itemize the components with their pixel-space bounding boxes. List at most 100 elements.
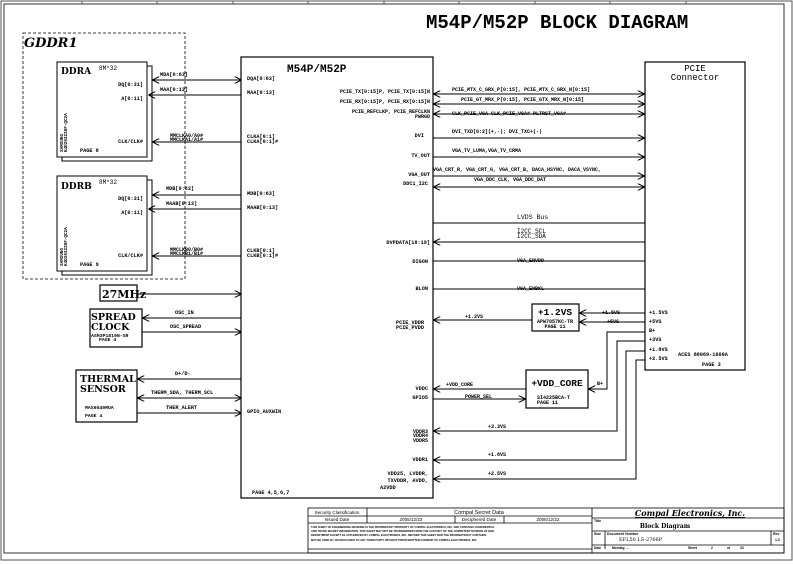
spread-clock-block: SPREAD CLOCK ASM3P1819N-SR PAGE 4	[89, 308, 143, 348]
issued-value: 2005/12/22	[400, 517, 423, 522]
pcie-bus-lines	[433, 94, 645, 290]
gpu-pin-vga-out: VGA_OUT	[408, 172, 430, 178]
gpu-pin-tv-out: TV_OUT	[411, 153, 430, 159]
gpu-pin-vddr4: VDDR4	[413, 433, 428, 439]
rev-label: Rev	[773, 532, 779, 536]
gpu-pin-pwrgd: PWRGD	[415, 114, 430, 120]
ddrb-name: DDRB	[61, 182, 92, 192]
ddra-org: 8M*32	[99, 65, 117, 72]
ddra-pin-a: A[0:11]	[121, 96, 143, 102]
gpu-pin-dvi: DVI	[415, 133, 424, 139]
gddr-group-boundary	[22, 32, 186, 280]
ddrb-page: PAGE 9	[80, 262, 99, 268]
clock-27mhz-label: 27MHz	[102, 288, 146, 301]
ddra-pin-clk: CLK/CLK#	[118, 139, 143, 145]
gpu-pin-dvpdata: DVPDATA[18:19]	[386, 240, 430, 246]
diagram-title: M54P/M52P BLOCK DIAGRAM	[426, 12, 688, 34]
gpu-pin-clka: CLKA[0:1]	[247, 134, 275, 140]
ddrb-pin-clk: CLK/CLK#	[118, 253, 143, 259]
bus-pcie-rx-label: PCIE_GT_MRX_P[0:15], PCIE_GTX_MRX_N[0:15…	[461, 97, 584, 103]
rail-3v3-label: +3.3VS	[488, 424, 506, 430]
deciphered-value: 2006/12/22	[537, 517, 560, 522]
pcie-pwr-1v5: +1.5VS	[649, 310, 668, 316]
spread-clock-name-2: CLOCK	[91, 322, 130, 333]
gpu-pin-digon: DIGON	[412, 259, 428, 265]
ddra-sig-data: MDA[0:63]	[160, 72, 188, 78]
pcie-name-2: Connector	[671, 73, 720, 83]
notice-line-1: THIS SHEET OF ENGINEERING DRAWING IS THE…	[311, 525, 495, 529]
ddra-sig-clk0: MMCLKA0/A0#	[170, 133, 203, 139]
ddrb-org: 8M*32	[99, 179, 117, 186]
reg-1v2-out-label: +1.2VS	[465, 314, 483, 320]
gpu-pin-maa: MAA[0:13]	[247, 90, 275, 96]
docnum-value: EFL50 LS-2766P	[619, 537, 663, 543]
ddra-pin-dq: DQ[0:31]	[118, 82, 143, 88]
security-label: Security Classification	[315, 510, 360, 515]
gpu-pin-pcie-rx: PCIE_RX[0:15]P, PCIE_RX[0:15]N	[340, 99, 430, 105]
thermal-smbus-label: THERM_SDA, THERM_SCL	[151, 390, 213, 396]
ddra-bus	[149, 80, 241, 256]
gpu-pin-vdd25: VDD25, LVDDR,	[388, 471, 428, 477]
spread-clock-name-1: SPREAD	[91, 312, 136, 323]
thermal-page: PAGE 4	[85, 413, 102, 419]
total-sheets: 33	[740, 546, 744, 550]
gpu-pin-gpio5: GPIO5	[412, 395, 428, 401]
reg-1v2-name: +1.2VS	[538, 307, 573, 318]
notice-line-4: MAY BE USED BY OR DISCLOSED TO ANY THIRD…	[311, 538, 477, 542]
sheet-label: Sheet	[688, 546, 698, 550]
rail-1v8-line	[434, 350, 645, 460]
gpu-pin-vddr1: VDDR1	[412, 457, 428, 463]
bus-ddc-label: VGA_DDC_CLK, VGA_DDC_DAT	[474, 177, 546, 183]
osc-in-label: OSC_IN	[175, 310, 194, 316]
bus-envdd-label: VGA_ENVDD	[517, 258, 544, 264]
bus-enbkl-label: VGA_ENBKL	[517, 286, 544, 292]
gpu-pin-vddr3: VDDR3	[413, 429, 428, 435]
ddra-vendor: SAMSUNG	[60, 134, 65, 152]
spread-clock-page: PAGE 4	[99, 337, 116, 343]
reg-vddcore-block: +VDD_CORE SI4225BCA-T PAGE 11	[525, 369, 589, 409]
gpu-pin-ddc1: DDC1_I2C	[403, 181, 428, 187]
title-block	[307, 507, 785, 554]
ddra-name: DDRA	[61, 67, 92, 77]
ddrb-block: DDRB 8M*32 DQ[0:31] A[0:11] CLK/CLK# PAG…	[56, 175, 153, 276]
pcie-pwr-bplus: B+	[649, 328, 655, 334]
ddra-part: K4D263238F-QC2A	[64, 113, 69, 152]
reg-vddcore-name: +VDD_CORE	[531, 378, 583, 389]
thermal-name-1: THERMAL	[80, 374, 136, 385]
gpu-pin-maab: MAAB[0:13]	[247, 205, 278, 211]
gpu-pin-pcie-pvdd: PCIE_PVDD	[396, 325, 424, 331]
notice-line-2: AND TRADE SECRET INFORMATION. THIS SHEET…	[311, 529, 494, 533]
bus-pcie-tx-label: PCIE_MTX_C_GRX_P[0:15], PCIE_MTX_C_GRX_N…	[452, 87, 590, 93]
gpu-pin-txvddr: TXVDDR, AVDD,	[388, 478, 428, 484]
ddrb-sig-data: MDB[0:63]	[166, 186, 194, 192]
reg-vddcore-out-label: +VDD_CORE	[446, 382, 473, 388]
gpu-pin-clkb: CLKB[0:1]	[247, 248, 275, 254]
of-label: of	[727, 546, 731, 550]
reg-1v2-page: PAGE 11	[544, 324, 565, 330]
notice-line-3: DEPARTMENT EXCEPT AS AUTHORIZED BY COMPA…	[311, 533, 486, 537]
ddrb-pin-a: A[0:11]	[121, 210, 143, 216]
gpu-pin-gpio-auxwin: GPIO_AUXWIN	[247, 409, 281, 415]
pcie-pwr-5v: +5VS	[649, 319, 661, 325]
bus-i2c-sda-label: I2CC_SDA	[517, 233, 546, 240]
gpu-pin-pcie-tx: PCIE_TX[0:15]P, PCIE_TX[0:15]N	[340, 89, 430, 95]
sheet-value: 2	[711, 546, 713, 550]
ddra-sig-clk1: MMCLKA1/A1#	[170, 137, 203, 143]
pcie-connector-block: PCIE Connector +1.5VS +5VS B+ +3VS +1.8V…	[644, 61, 746, 371]
ddrb-pin-dq: DQ[0:31]	[118, 196, 143, 202]
rail-2v5-label: +2.5VS	[488, 471, 506, 477]
pcie-pwr-2v5: +2.5VS	[649, 356, 668, 362]
rail-1v8-label: +1.8VS	[488, 452, 506, 458]
pcie-part: ACES 88069-1600A	[678, 352, 729, 358]
ddra-page: PAGE 8	[80, 148, 99, 154]
company-name: Compal Electronics, Inc.	[635, 508, 745, 518]
gpu-pin-vddr5: VDDR5	[413, 438, 428, 444]
title-label: Title	[594, 519, 601, 523]
spread-clock-part: ASM3P1819N-SR	[91, 333, 129, 339]
bus-dvi-label: DVI_TXD[0:2](+,-); DVI_TXC+(-)	[452, 129, 542, 135]
pcie-pwr-1v8: +1.8VS	[649, 347, 668, 353]
gpu-pin-a2vdd: A2VDD	[380, 485, 396, 491]
ddrb-part: K4D263238F-QC2A	[64, 227, 69, 266]
date-value: Monday, ...	[612, 546, 629, 550]
reg-vddcore-page: PAGE 11	[537, 400, 558, 406]
